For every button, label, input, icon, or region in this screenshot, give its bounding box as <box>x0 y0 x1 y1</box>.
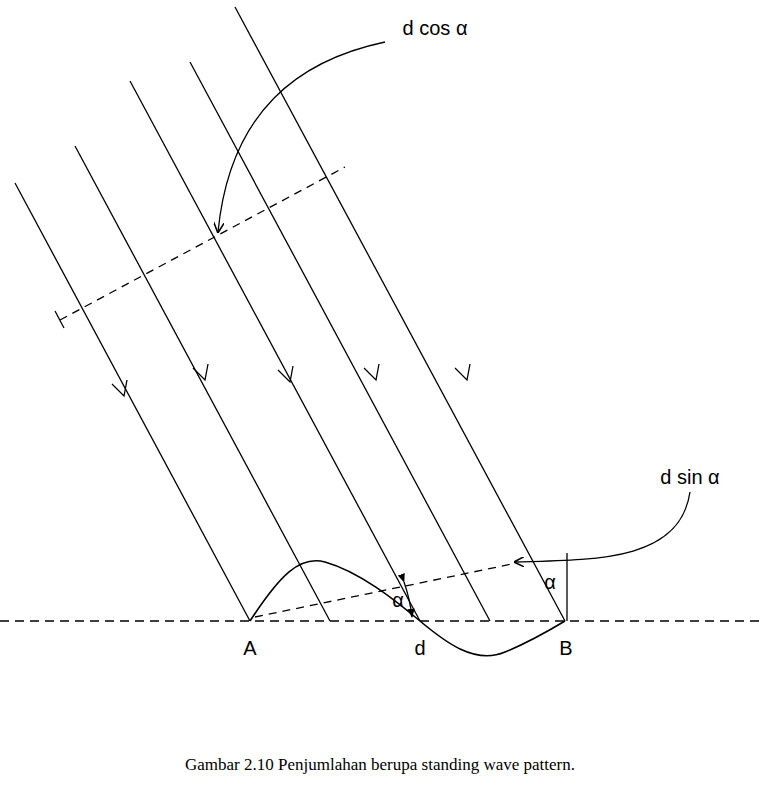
point-label: d <box>414 638 425 658</box>
ray <box>235 7 565 621</box>
leader-line <box>515 492 690 562</box>
normal-line <box>566 553 567 621</box>
ray-arrow <box>193 364 208 380</box>
figure-caption: Gambar 2.10 Penjumlahan berupa standing … <box>185 755 575 775</box>
angle-label: α <box>392 590 404 610</box>
path-difference-line <box>255 564 512 617</box>
angle-label: α <box>544 572 556 592</box>
leader-line <box>218 42 385 232</box>
wavefront-tick <box>55 311 64 328</box>
wavefront-line <box>60 167 345 320</box>
ray-arrow <box>278 366 293 382</box>
ray-arrow <box>364 364 379 380</box>
dimension-label: d sin α <box>660 467 719 487</box>
dimension-label: d cos α <box>403 18 468 38</box>
ray-arrow <box>112 380 127 396</box>
standing-wave <box>250 561 565 656</box>
ray <box>190 62 490 621</box>
ray-arrow <box>455 364 470 380</box>
point-label: A <box>243 638 256 658</box>
baseline <box>0 620 759 621</box>
ray <box>130 81 420 621</box>
point-label: B <box>559 638 572 658</box>
ray <box>15 183 250 621</box>
